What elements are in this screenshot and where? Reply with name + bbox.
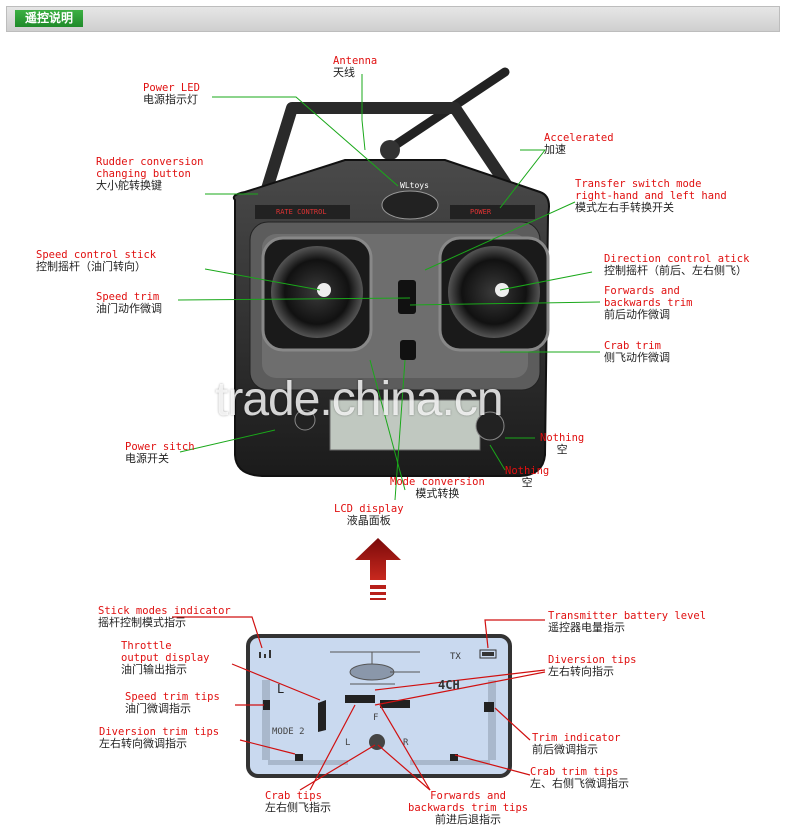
- lcd-r-small: R: [403, 738, 409, 748]
- section-header: 遥控说明: [6, 6, 780, 32]
- header-tab[interactable]: 遥控说明: [15, 10, 84, 27]
- lcd-panel: [246, 634, 512, 778]
- watermark: trade.china.cn: [215, 373, 504, 426]
- lcd-l-small: L: [345, 738, 351, 748]
- lcd-left-mark: L: [277, 682, 285, 696]
- lcd-tx: TX: [450, 652, 461, 662]
- left-stick: [317, 283, 331, 297]
- brand-logo-text: WLtoys: [400, 181, 429, 190]
- down-arrow-to-lcd: [355, 538, 401, 600]
- lcd-f-small: F: [373, 713, 379, 723]
- lcd-mode: MODE 2: [272, 727, 305, 737]
- right-panel-text: POWER: [470, 208, 492, 216]
- lcd-window: [329, 399, 481, 451]
- lcd-channel: 4CH: [438, 678, 460, 692]
- left-panel-text: RATE CONTROL: [276, 208, 327, 216]
- carry-handle: [256, 102, 525, 209]
